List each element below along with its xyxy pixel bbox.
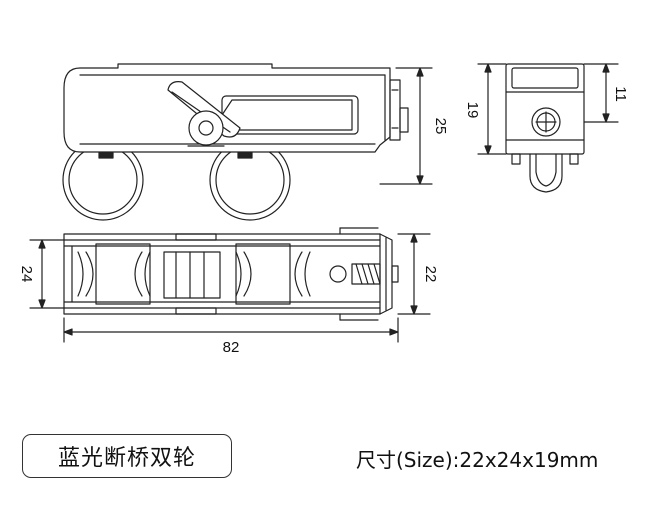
dim-side-height: [379, 67, 433, 185]
dim-end-height-label: 19: [464, 102, 481, 119]
side-view: [62, 63, 409, 221]
dim-end-top: [583, 63, 619, 123]
dim-plan-length-label: 82: [223, 339, 240, 356]
dim-plan-length: [63, 317, 399, 343]
dim-plan-right-label: 22: [422, 266, 439, 283]
dim-plan-left: [29, 239, 65, 309]
dim-side-height-label: 25: [432, 118, 449, 135]
end-view: [505, 63, 585, 193]
dim-plan-right: [397, 233, 431, 315]
dim-end-height: [477, 63, 507, 155]
dim-end-top-label: 11: [612, 86, 629, 102]
product-label-text: 蓝光断桥双轮: [57, 446, 196, 471]
dim-plan-left-label: 24: [18, 266, 35, 283]
size-spec: 尺寸(Size):22x24x19mm: [356, 448, 599, 472]
plan-view: [63, 227, 399, 321]
product-label: 蓝光断桥双轮: [22, 434, 232, 478]
